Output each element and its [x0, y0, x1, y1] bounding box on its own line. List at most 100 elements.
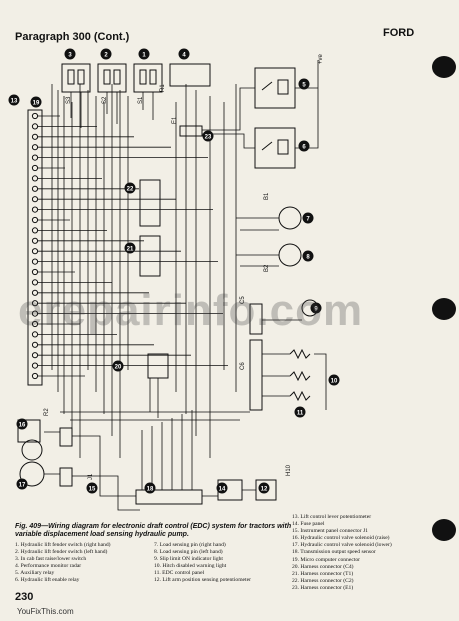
component-label: B1 — [264, 192, 270, 200]
legend-item: 22. Harness connector (C2) — [292, 577, 354, 584]
legend-column-3: 13. Lift control lever potentiometer 14.… — [292, 514, 432, 592]
connector-pin — [31, 352, 39, 359]
legend-item: 9. Slip limit ON indicator light — [154, 556, 223, 563]
component-label: R1 — [160, 84, 166, 92]
connector-pin — [31, 175, 39, 182]
legend-item: 17. Hydraulic control valve solenoid (lo… — [292, 542, 392, 549]
connector-pin — [31, 237, 39, 244]
connector-pin — [31, 154, 39, 161]
callout-15: 15 — [86, 482, 98, 494]
connector-pin — [31, 133, 39, 140]
connector-pin — [31, 112, 39, 120]
legend-item: 7. Load sensing pin (right hand) — [154, 542, 226, 548]
svg-text:3: 3 — [68, 52, 72, 58]
svg-text:18: 18 — [147, 486, 154, 492]
callout-3: 3 — [64, 48, 76, 60]
page-number: 230 — [15, 591, 34, 603]
connector-pin — [31, 216, 39, 224]
svg-text:9: 9 — [314, 306, 318, 312]
legend-item: 14. Fuse panel — [292, 521, 325, 528]
svg-text:21: 21 — [127, 246, 134, 252]
connector-pin — [31, 258, 39, 265]
legend-item: 20. Harness connector (C4) — [292, 563, 354, 570]
legend-item: 5. Auxiliary relay — [15, 570, 55, 577]
callout-6: 6 — [298, 140, 310, 152]
legend-item: 11. EDC control panel — [154, 570, 205, 577]
micro-computer-connector — [27, 109, 43, 386]
svg-text:22: 22 — [127, 186, 134, 192]
load-sensing-pin-left — [278, 243, 302, 267]
connector-pin — [31, 289, 39, 296]
callout-5: 5 — [298, 78, 310, 90]
callout-18: 18 — [144, 482, 156, 494]
connector-pin — [31, 248, 39, 255]
connector-pin — [31, 279, 39, 286]
switch-label: S3 — [66, 96, 72, 104]
connector-pin — [31, 144, 39, 151]
callout-2: 2 — [100, 48, 112, 60]
instrument-panel-connector-j1 — [135, 489, 203, 505]
switch-s1 — [133, 63, 163, 93]
legend-column-2: 7. Load sensing pin (right hand) 8. Load… — [154, 542, 288, 585]
svg-text:16: 16 — [19, 422, 26, 428]
svg-text:5: 5 — [302, 82, 306, 88]
component-label: H10 — [286, 464, 292, 476]
performance-monitor-radar — [169, 63, 211, 87]
callout-11: 11 — [294, 406, 306, 418]
connector-pin — [31, 268, 39, 276]
callout-7: 7 — [302, 212, 314, 224]
legend-item: 1. Hydraulic lift fender switch (right h… — [15, 542, 111, 548]
callout-8: 8 — [302, 250, 314, 262]
legend-item: 8. Load sensing pin (left hand) — [154, 549, 223, 556]
auxiliary-relay — [254, 67, 296, 109]
legend-item: 4. Performance monitor radar — [15, 563, 82, 570]
harness-connector-e1 — [179, 125, 203, 137]
callout-22: 22 — [124, 182, 136, 194]
connector-pin — [31, 206, 39, 213]
component-label: J1 — [88, 473, 94, 480]
svg-text:4: 4 — [182, 52, 186, 58]
site-credit: YouFixThis.com — [17, 607, 74, 616]
svg-text:20: 20 — [115, 364, 122, 370]
harness-connector-c6 — [249, 339, 263, 411]
connector-pin — [31, 320, 39, 328]
svg-text:14: 14 — [219, 486, 226, 492]
supply-label: +ve — [318, 53, 324, 64]
connector-pin — [31, 164, 39, 172]
page-title: Paragraph 300 (Cont.) — [15, 31, 130, 43]
callout-17: 17 — [16, 478, 28, 490]
figure-number: Fig. 409 — [15, 523, 42, 530]
harness-connector-t1 — [139, 235, 161, 277]
svg-text:13: 13 — [11, 98, 18, 104]
legend-item: 18. Transmission output speed sensor — [292, 549, 376, 556]
svg-text:10: 10 — [331, 378, 338, 384]
legend-item: 3. In cab fast raise/lower switch — [15, 556, 87, 563]
legend-item: 21. Harness connector (T1) — [292, 570, 354, 577]
connector-pin — [31, 331, 39, 338]
hydraulic-lift-enable-relay — [254, 127, 296, 169]
callout-21: 21 — [124, 242, 136, 254]
connector-pin — [31, 372, 39, 380]
callout-20: 20 — [112, 360, 124, 372]
svg-text:7: 7 — [306, 216, 310, 222]
svg-text:23: 23 — [205, 134, 212, 140]
callout-9: 9 — [310, 302, 322, 314]
callout-14: 14 — [216, 482, 228, 494]
callout-4: 4 — [178, 48, 190, 60]
callout-10: 10 — [328, 374, 340, 386]
legend-item: 23. Harness connector (E1) — [292, 584, 354, 591]
component-label: R2 — [44, 408, 50, 416]
switch-label: S1 — [138, 96, 144, 104]
brand-name: FORD — [383, 27, 415, 39]
callout-16: 16 — [16, 418, 28, 430]
hydraulic-valve-solenoid-raise — [17, 419, 41, 443]
svg-text:17: 17 — [19, 482, 26, 488]
connector-pin — [31, 310, 39, 317]
wire-runs — [38, 60, 327, 511]
component-label: C5 — [240, 296, 246, 304]
harness-connector-c5 — [249, 303, 263, 335]
binder-hole-top — [432, 56, 456, 78]
